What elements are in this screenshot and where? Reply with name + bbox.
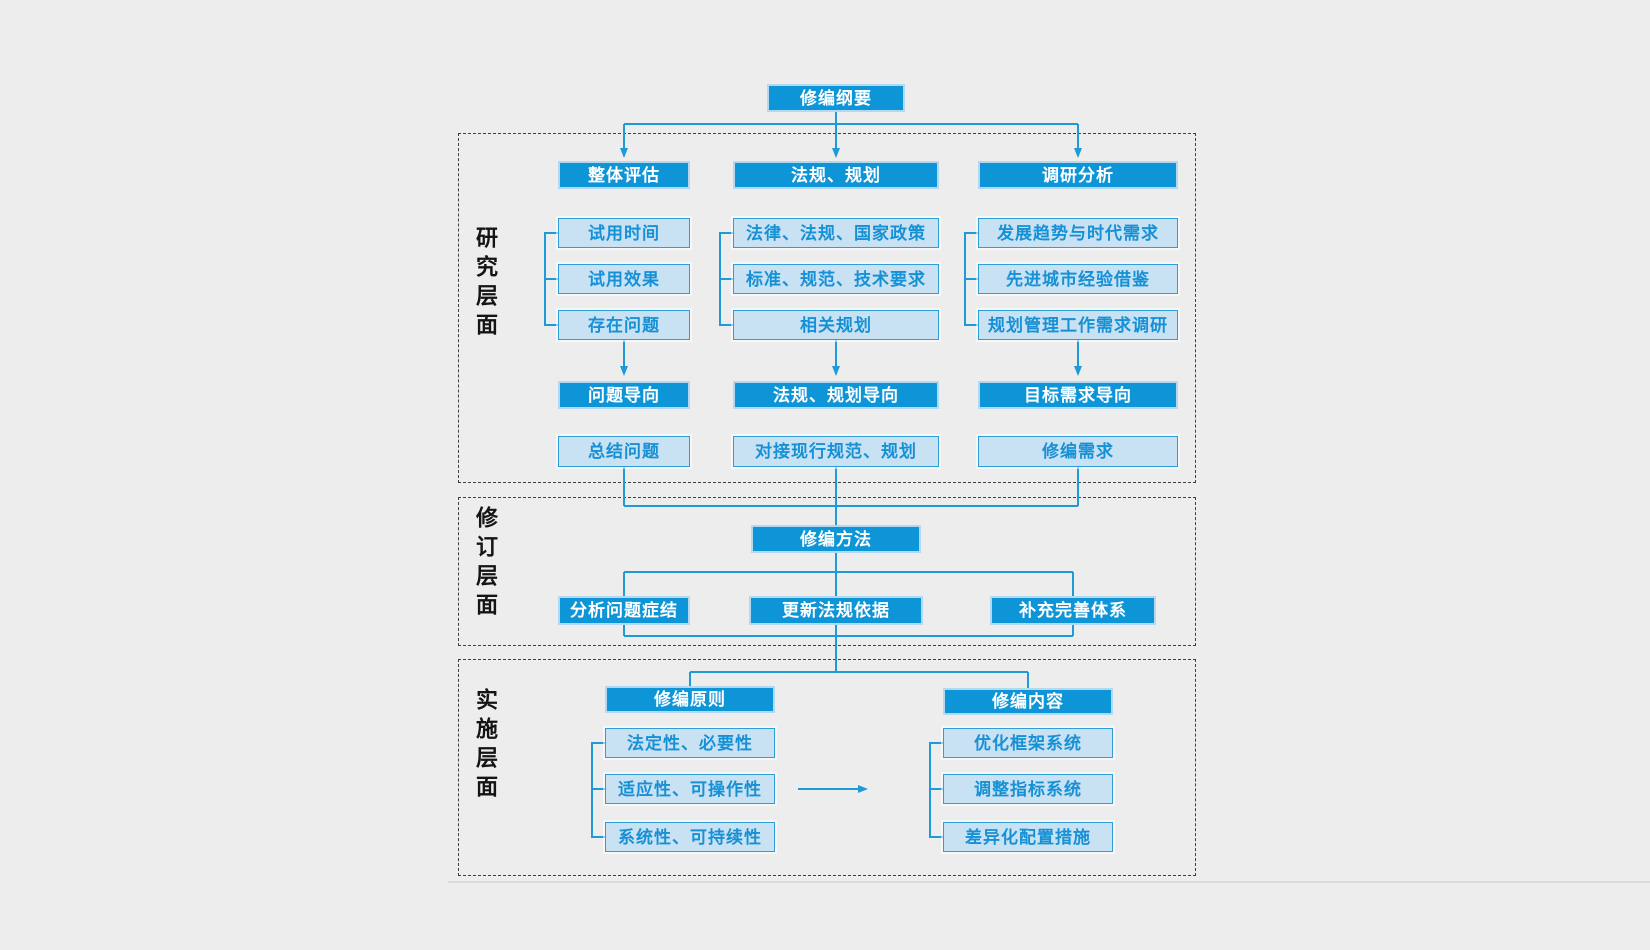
col2-item-box: 相关规划: [733, 310, 939, 340]
content-item-box: 差异化配置措施: [943, 822, 1113, 852]
col2-item-box: 法律、法规、国家政策: [733, 218, 939, 248]
principle-item-box: 适应性、可操作性: [605, 774, 775, 804]
root-box: 修编纲要: [767, 84, 905, 112]
side-label-implementation: 实施层面: [473, 688, 498, 804]
branch-box: 分析问题症结: [558, 596, 690, 625]
col3-direction-box: 目标需求导向: [978, 381, 1178, 409]
side-label-research: 研究层面: [473, 226, 498, 342]
col1-header-box: 整体评估: [558, 161, 690, 189]
principle-item-box: 系统性、可持续性: [605, 822, 775, 852]
branch-box: 补充完善体系: [990, 596, 1156, 625]
col1-item-box: 试用时间: [558, 218, 690, 248]
col1-item-box: 存在问题: [558, 310, 690, 340]
section-implementation-frame: [458, 659, 1196, 876]
col3-item-box: 规划管理工作需求调研: [978, 310, 1178, 340]
section-research-frame: [458, 133, 1196, 483]
principle-item-box: 法定性、必要性: [605, 728, 775, 758]
col3-item-box: 发展趋势与时代需求: [978, 218, 1178, 248]
principles-header-box: 修编原则: [605, 686, 775, 713]
contents-header-box: 修编内容: [943, 688, 1113, 715]
content-item-box: 优化框架系统: [943, 728, 1113, 758]
col2-item-box: 标准、规范、技术要求: [733, 264, 939, 294]
col1-item-box: 试用效果: [558, 264, 690, 294]
col3-result-box: 修编需求: [978, 436, 1178, 467]
section-revision-frame: [458, 497, 1196, 646]
content-item-box: 调整指标系统: [943, 774, 1113, 804]
branch-box: 更新法规依据: [749, 596, 923, 625]
col3-item-box: 先进城市经验借鉴: [978, 264, 1178, 294]
col3-header-box: 调研分析: [978, 161, 1178, 189]
col2-result-box: 对接现行规范、规划: [733, 436, 939, 467]
col2-direction-box: 法规、规划导向: [733, 381, 939, 409]
col2-header-box: 法规、规划: [733, 161, 939, 189]
side-label-revision: 修订层面: [473, 506, 498, 622]
bottom-divider: [448, 881, 1650, 883]
col1-direction-box: 问题导向: [558, 381, 690, 409]
col1-result-box: 总结问题: [558, 436, 690, 467]
method-box: 修编方法: [751, 525, 921, 553]
